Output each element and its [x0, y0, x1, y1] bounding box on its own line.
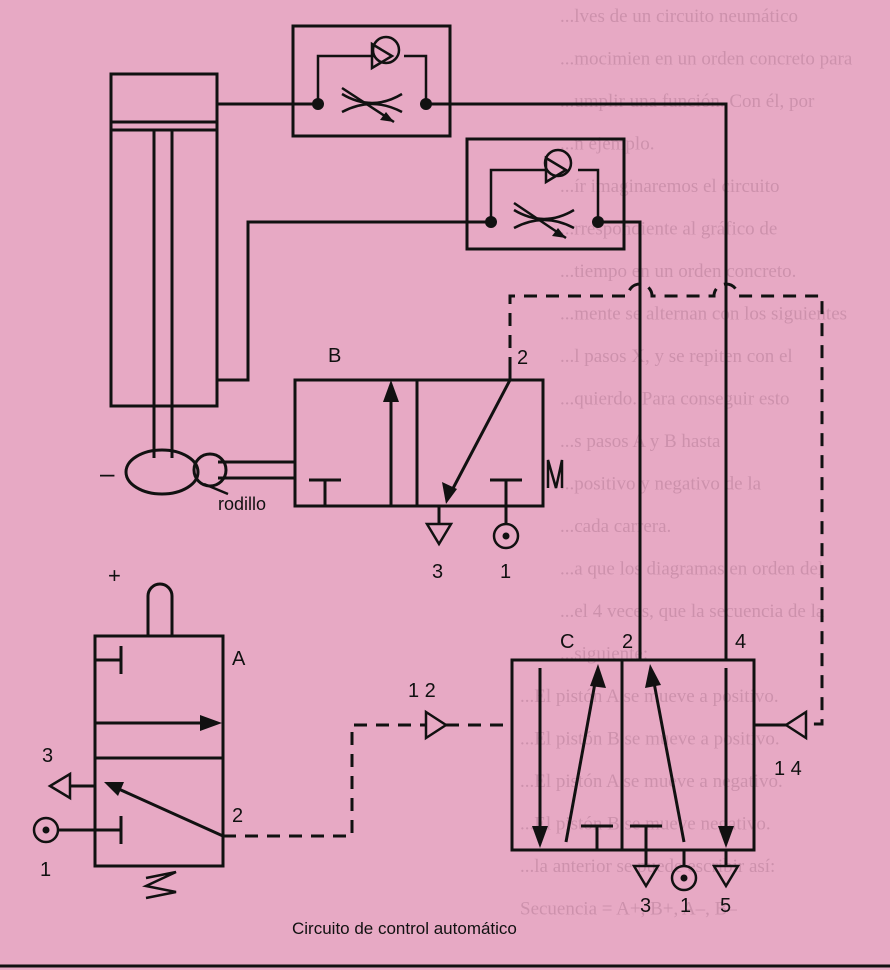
valve-c-port-3: 3	[640, 895, 651, 917]
valve-b: B 2 3 1 rodillo	[192, 345, 564, 583]
pilot-line-b-to-c	[508, 282, 824, 726]
background-text-line: ...mocimien en un orden concreto para	[560, 49, 853, 70]
piston-rod-cam	[124, 448, 200, 496]
background-text-line: ...mente se alternan con los siguientes	[560, 304, 847, 325]
valve-a-port-3: 3	[42, 745, 53, 767]
background-text-line: ...lves de un circuito neumático	[560, 6, 798, 27]
valve-b-port-1: 1	[500, 561, 511, 583]
background-text-line: ...El pistón B se mueve a positivo.	[520, 729, 780, 750]
background-text: ...lves de un circuito neumático ...mocim…	[520, 6, 853, 920]
background-text-line: ...n ejemplo.	[560, 134, 654, 155]
valve-c-port-1: 1	[680, 895, 691, 917]
valve-c-label: C	[560, 631, 574, 653]
background-text-line: ...ír imaginaremos el circuito	[560, 176, 779, 197]
roller-label: rodillo	[218, 494, 266, 514]
flow-regulator-bottom	[465, 137, 626, 251]
valve-c: C 2 4 3 1 5 1 2 1 4	[408, 631, 808, 917]
valve-b-label: B	[328, 345, 341, 367]
air-lines	[217, 102, 728, 660]
background-text-line: ...a que los diagramas en orden del	[560, 559, 823, 580]
cylinder-plus-label: +	[108, 563, 121, 588]
valve-b-port-2: 2	[517, 347, 528, 369]
valve-a-port-1: 1	[40, 859, 51, 881]
push-button-icon	[146, 582, 174, 636]
background-text-line: ...El pistón A se mueve a positivo.	[520, 686, 779, 707]
pilot-line-a-to-c	[223, 723, 426, 838]
cylinder-minus-label: –	[100, 458, 115, 488]
background-text-line: ...tiempo en un orden concreto.	[560, 261, 796, 282]
background-text-line: ...El pistón B se mueve negativo.	[520, 814, 771, 835]
valve-c-pilot-14: 1 4	[774, 758, 802, 780]
background-text-line: ...quierdo. Para conseguir esto	[560, 389, 790, 410]
valve-a-port-2: 2	[232, 805, 243, 827]
valve-c-port-5: 5	[720, 895, 731, 917]
valve-a: A 2 3 1 +	[32, 563, 246, 900]
background-text-line: ...el 4 veces, que la secuencia de la	[560, 601, 825, 622]
background-text-line: ...cada carrera.	[560, 516, 671, 537]
valve-c-port-2: 2	[622, 631, 633, 653]
background-text-line: ...umplir una función. Con él, por	[560, 91, 815, 112]
background-text-line: ...positivo y negativo de la	[560, 474, 762, 495]
valve-b-port-3: 3	[432, 561, 443, 583]
valve-c-pilot-12: 1 2	[408, 680, 436, 702]
double-acting-cylinder: –	[100, 72, 219, 496]
flow-regulator-top	[291, 24, 452, 138]
background-text-line: Secuencia = A+, B+, A–, B–	[520, 899, 737, 920]
background-text-line: ...rrespondiente al gráfico de	[560, 219, 777, 240]
valve-a-label: A	[232, 648, 246, 670]
valve-c-port-4: 4	[735, 631, 746, 653]
background-text-line: ...l pasos X, y se repiten con el	[560, 346, 793, 367]
background-text-line: ...El pistón A se mueve a negativo.	[520, 771, 783, 792]
diagram-caption: Circuito de control automático	[292, 919, 517, 938]
